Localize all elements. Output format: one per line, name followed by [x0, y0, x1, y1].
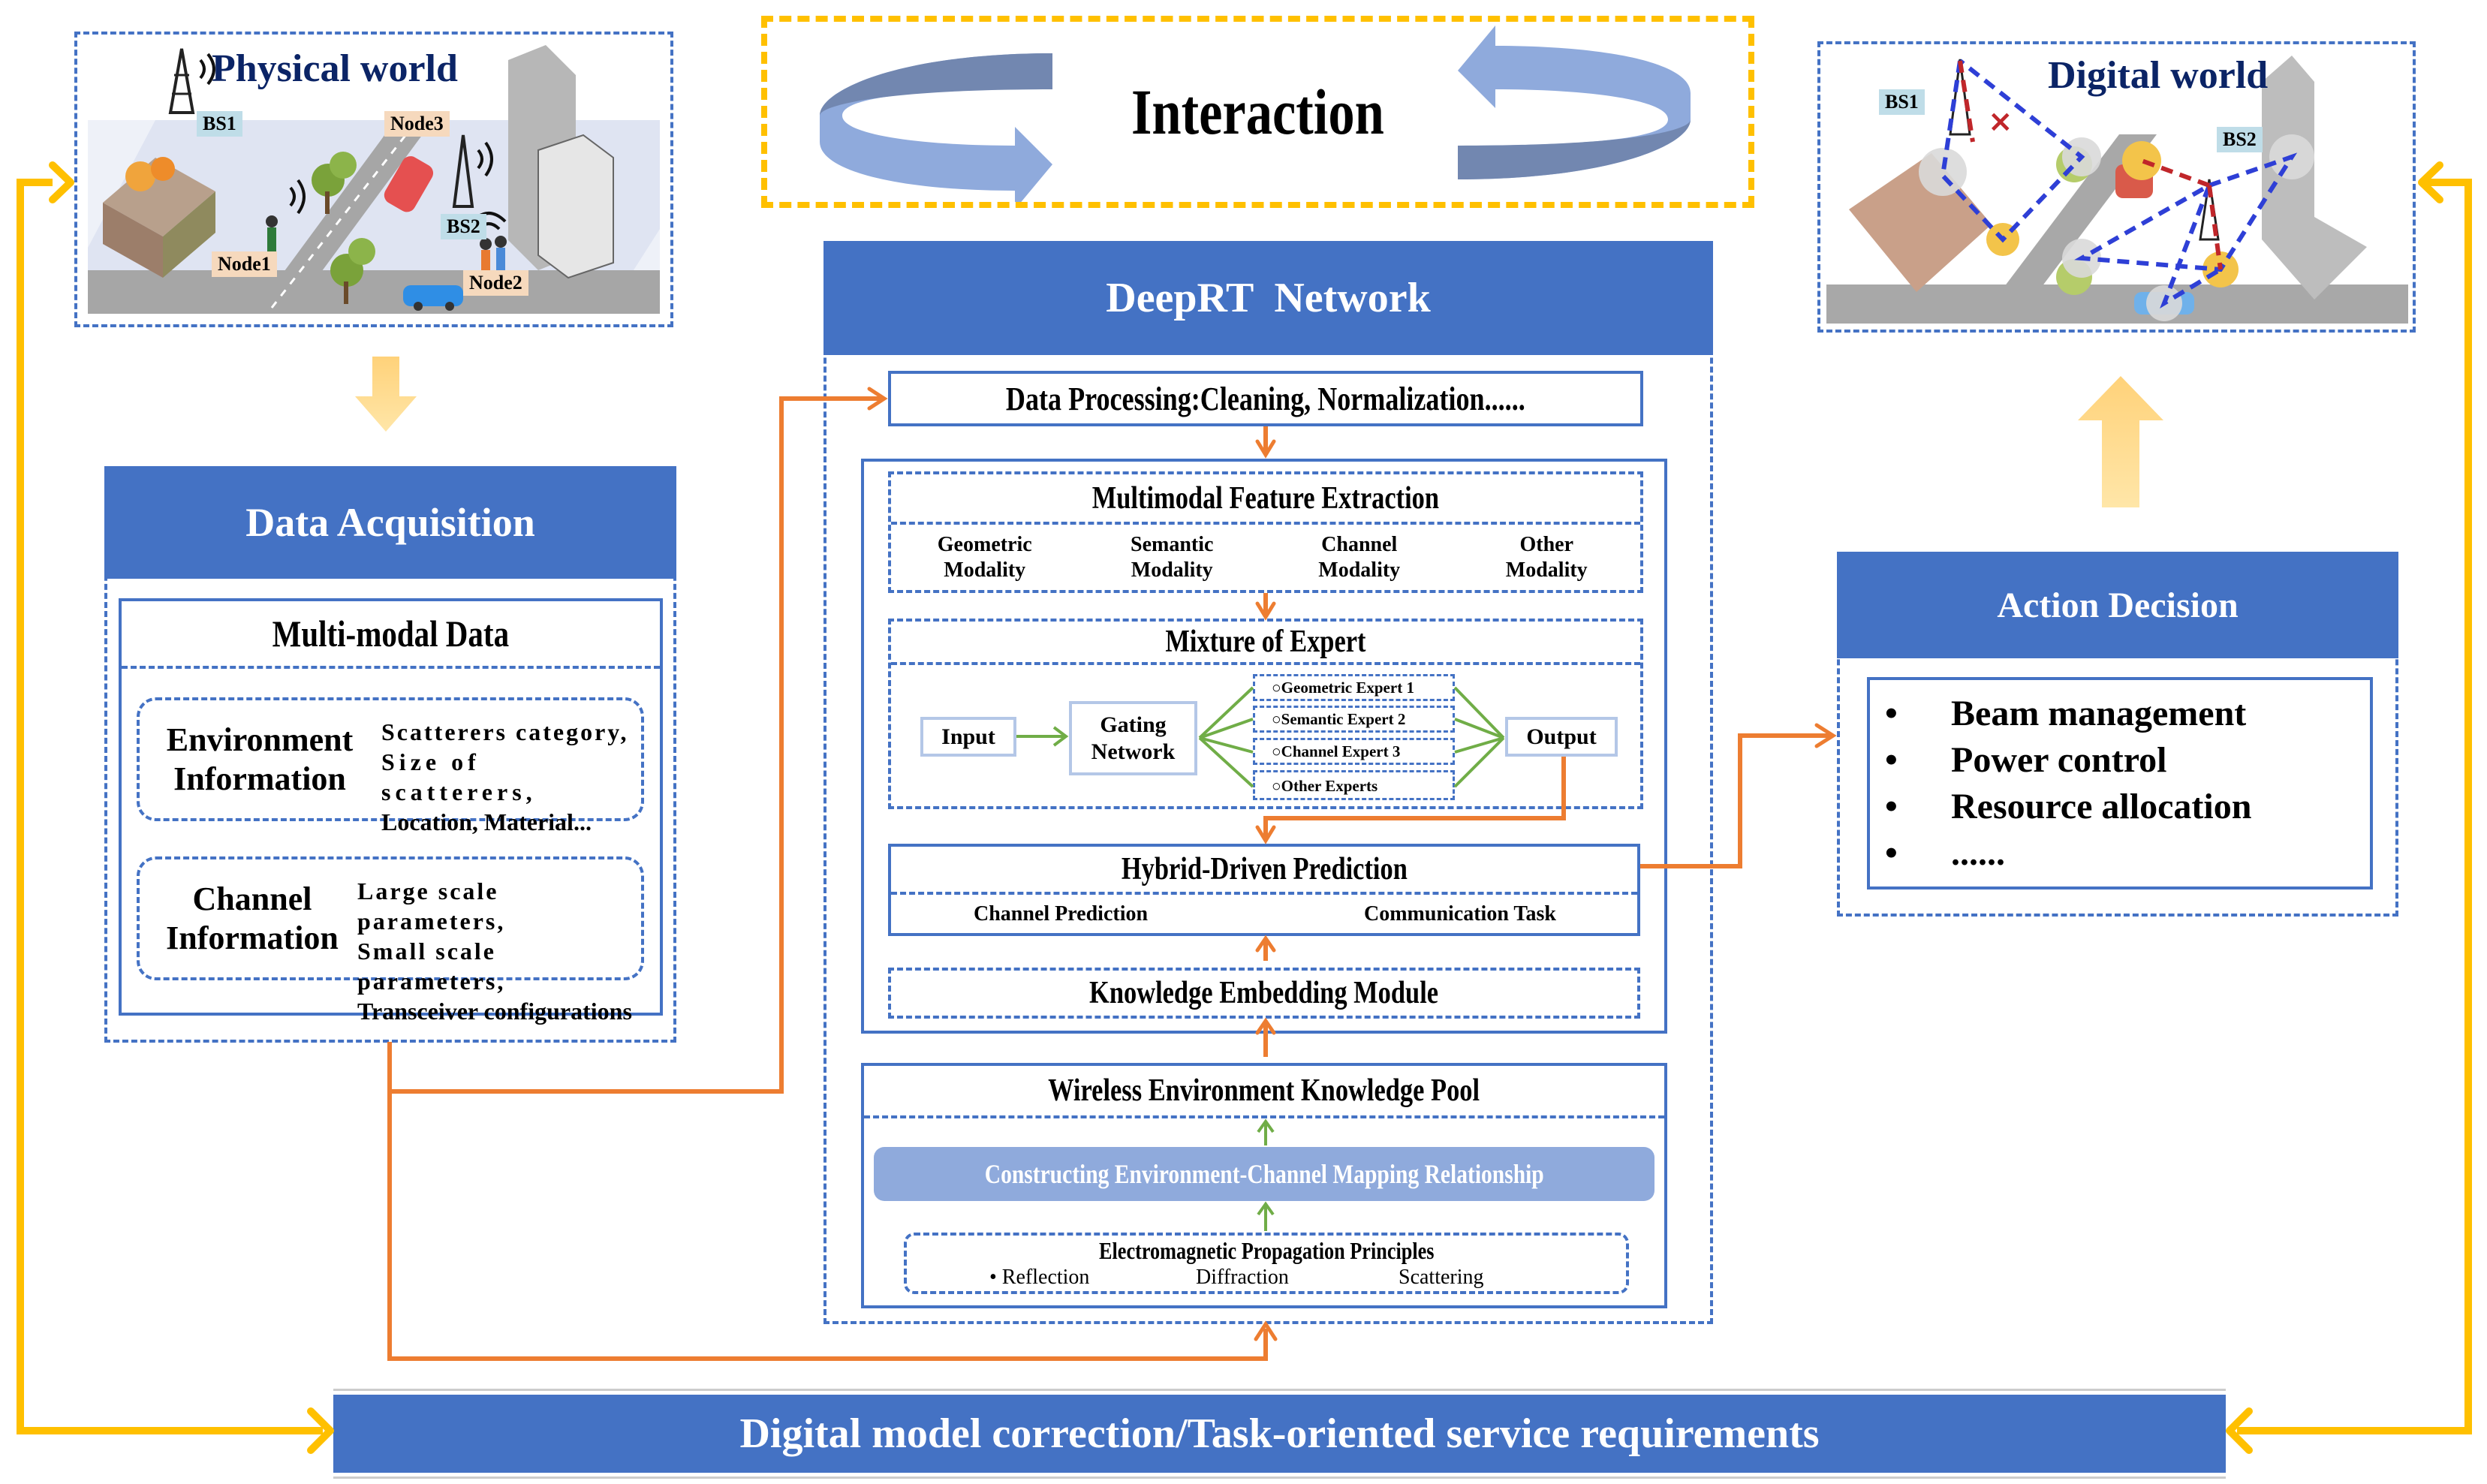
- data-acquisition-panel: Data Acquisition Multi-modal Data Enviro…: [104, 466, 676, 1043]
- interaction-panel: Interaction: [761, 16, 1754, 208]
- environment-info-label: Environment Information: [166, 721, 354, 797]
- digital-world-title: Digital world: [2048, 54, 2269, 97]
- expert-item: ○Channel Expert 3: [1253, 738, 1455, 765]
- action-item: • ......: [1885, 830, 2370, 877]
- bullet-icon: •: [1885, 694, 1898, 733]
- action-decision-panel: Action Decision • Beam management • Powe…: [1837, 552, 2398, 917]
- experts-column: ○Geometric Expert 1 ○Semantic Expert 2 ○…: [1253, 674, 1455, 800]
- arrowhead-icon: [2226, 1407, 2253, 1454]
- cycle-arrows-icon: [820, 26, 1691, 202]
- action-item: • Resource allocation: [1885, 784, 2370, 830]
- expert-item: ○Semantic Expert 2: [1253, 706, 1455, 733]
- action-item: • Power control: [1885, 737, 2370, 784]
- multimodal-data-title: Multi-modal Data: [122, 601, 660, 669]
- deeprt-network-header: DeepRT Network: [823, 241, 1713, 355]
- environment-info-group: Environment Information Scatterers categ…: [137, 697, 644, 835]
- em-principles-title: Electromagnetic Propagation Principles: [1098, 1237, 1435, 1264]
- arrowhead-icon: [307, 1407, 334, 1454]
- knowledge-pool-title: Wireless Environment Knowledge Pool: [864, 1066, 1664, 1118]
- tower-icon: [168, 48, 195, 114]
- mapping-relationship-pill: Constructing Environment-Channel Mapping…: [874, 1147, 1654, 1201]
- knowledge-embedding-module: Knowledge Embedding Module: [888, 968, 1640, 1019]
- mixture-of-expert-title: Mixture of Expert: [891, 622, 1640, 665]
- digital-bs2-label: BS2: [2217, 127, 2263, 152]
- feature-extraction-title: Multimodal Feature Extraction: [891, 474, 1640, 525]
- digital-world-panel: × Digital world BS1 BS2: [1817, 41, 2416, 333]
- bs1-label: BS1: [197, 111, 242, 137]
- channel-info-details: Large scale parameters, Small scale para…: [357, 877, 632, 1025]
- bottom-feedback-bar: Digital model correction/Task-oriented s…: [333, 1395, 2226, 1473]
- physical-world-scene: Physical world BS1 BS2 Node1 Node2 Node3: [88, 45, 660, 314]
- road-icon: [1977, 134, 2157, 324]
- hybrid-prediction-box: Hybrid-Driven Prediction Channel Predict…: [888, 844, 1640, 936]
- physical-world-title: Physical world: [212, 47, 458, 90]
- node1-label: Node1: [212, 251, 277, 277]
- bullet-icon: •: [1885, 787, 1898, 826]
- physical-world-panel: Physical world BS1 BS2 Node1 Node2 Node3: [74, 32, 673, 327]
- em-principles-box: Electromagnetic Propagation Principles •…: [904, 1233, 1629, 1294]
- blocked-ray-lines: [1958, 60, 2223, 270]
- car-icon: [384, 156, 434, 212]
- down-block-arrow-icon: [355, 357, 417, 432]
- hybrid-prediction-title: Hybrid-Driven Prediction: [891, 847, 1637, 895]
- digital-world-scene: × Digital world BS1 BS2: [1826, 52, 2408, 324]
- hybrid-item-channel-prediction: Channel Prediction: [974, 902, 1149, 926]
- interaction-title: Interaction: [1131, 76, 1384, 148]
- bullet-icon: •: [1885, 740, 1898, 780]
- channel-info-group: Channel Information Large scale paramete…: [137, 856, 644, 1025]
- arrowhead-icon: [1814, 723, 1837, 748]
- em-item-scattering: Scattering: [1399, 1266, 1484, 1289]
- em-item-diffraction: Diffraction: [1196, 1266, 1289, 1289]
- digital-bs1-label: BS1: [1879, 89, 1925, 115]
- expert-item: ○Geometric Expert 1: [1253, 674, 1455, 701]
- car-icon: [403, 285, 463, 311]
- multimodal-data-box: Multi-modal Data Environment Information…: [119, 598, 663, 1025]
- arrowhead-icon: [49, 161, 74, 203]
- skyscraper-icon: [508, 45, 614, 279]
- expert-item: ○Other Experts: [1253, 770, 1455, 800]
- action-list-box: • Beam management • Power control • Reso…: [1867, 677, 2373, 889]
- arrowhead-icon: [2418, 161, 2443, 203]
- bullet-icon: •: [1885, 833, 1898, 873]
- bs2-label: BS2: [441, 214, 486, 239]
- node2-label: Node2: [463, 270, 528, 296]
- moe-input-box: Input: [920, 717, 1016, 757]
- node3-label: Node3: [384, 111, 450, 137]
- em-item-reflection: • Reflection: [989, 1266, 1090, 1289]
- channel-info-label: Channel Information: [166, 880, 339, 956]
- up-block-arrow-icon: [2078, 376, 2163, 507]
- action-decision-header: Action Decision: [1837, 552, 2398, 658]
- data-processing-box: Data Processing:Cleaning, Normalization.…: [888, 371, 1643, 426]
- tower-icon: [452, 134, 474, 208]
- hybrid-item-communication-task: Communication Task: [1364, 902, 1556, 926]
- data-acquisition-header: Data Acquisition: [104, 466, 676, 579]
- action-item: • Beam management: [1885, 691, 2370, 737]
- arrowhead-icon: [1254, 1320, 1278, 1341]
- moe-output-box: Output: [1505, 717, 1618, 757]
- environment-info-details: Scatterers category, Size of scatterers,…: [381, 718, 629, 835]
- blocked-link-x-icon: ×: [1988, 104, 2013, 139]
- tree-icon: [312, 152, 375, 304]
- ray-path-lines: [1940, 59, 2298, 309]
